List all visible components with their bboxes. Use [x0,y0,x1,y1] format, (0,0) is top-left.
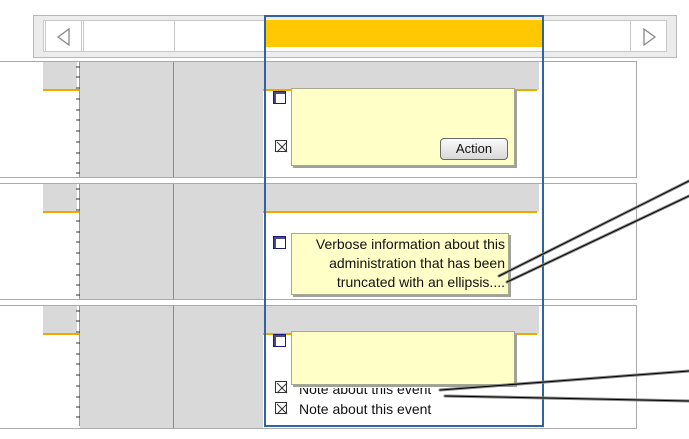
verbose-info-text: Verbose information about this administr… [315,236,505,290]
event-callout[interactable] [291,331,515,385]
chevron-right-icon [643,28,657,46]
grid-cell [80,306,173,428]
event-note: Note about this event [299,381,432,397]
header-divider [83,20,84,52]
selected-column-header[interactable] [265,20,542,47]
grid-cell [174,306,263,428]
x-checkbox-icon[interactable] [275,381,288,394]
grid-cell [80,62,173,177]
event-note: Note about this event [299,401,432,417]
grid-cell-header [263,62,539,90]
grid-divider [173,306,174,428]
ruler-cell-header [43,306,77,334]
grid-divider [173,184,174,299]
note-icon[interactable] [273,334,286,347]
note-icon[interactable] [273,91,286,104]
timeline-marker [43,211,79,213]
chevron-left-icon [56,28,70,46]
timeline-marker [43,333,79,335]
grid-divider [173,62,174,177]
header-divider [174,20,175,52]
grid-cell [80,184,173,299]
action-button[interactable]: Action [440,138,508,160]
grid-cell-header [263,306,539,334]
ruler-cell-header [43,62,77,90]
scroll-left-button[interactable] [45,20,82,52]
timeline-marker [43,89,79,91]
grid-cell [174,62,263,177]
grid-cell [174,184,263,299]
scroll-right-button[interactable] [630,20,667,52]
x-checkbox-icon[interactable] [275,402,288,415]
x-checkbox-icon[interactable] [275,140,288,153]
selected-column-outline [264,15,544,427]
verbose-callout[interactable] [291,233,509,295]
ruler-cell-header [43,184,77,212]
grid-cell-header [263,184,539,212]
timeline-marker [263,211,537,213]
note-icon[interactable] [273,236,286,249]
